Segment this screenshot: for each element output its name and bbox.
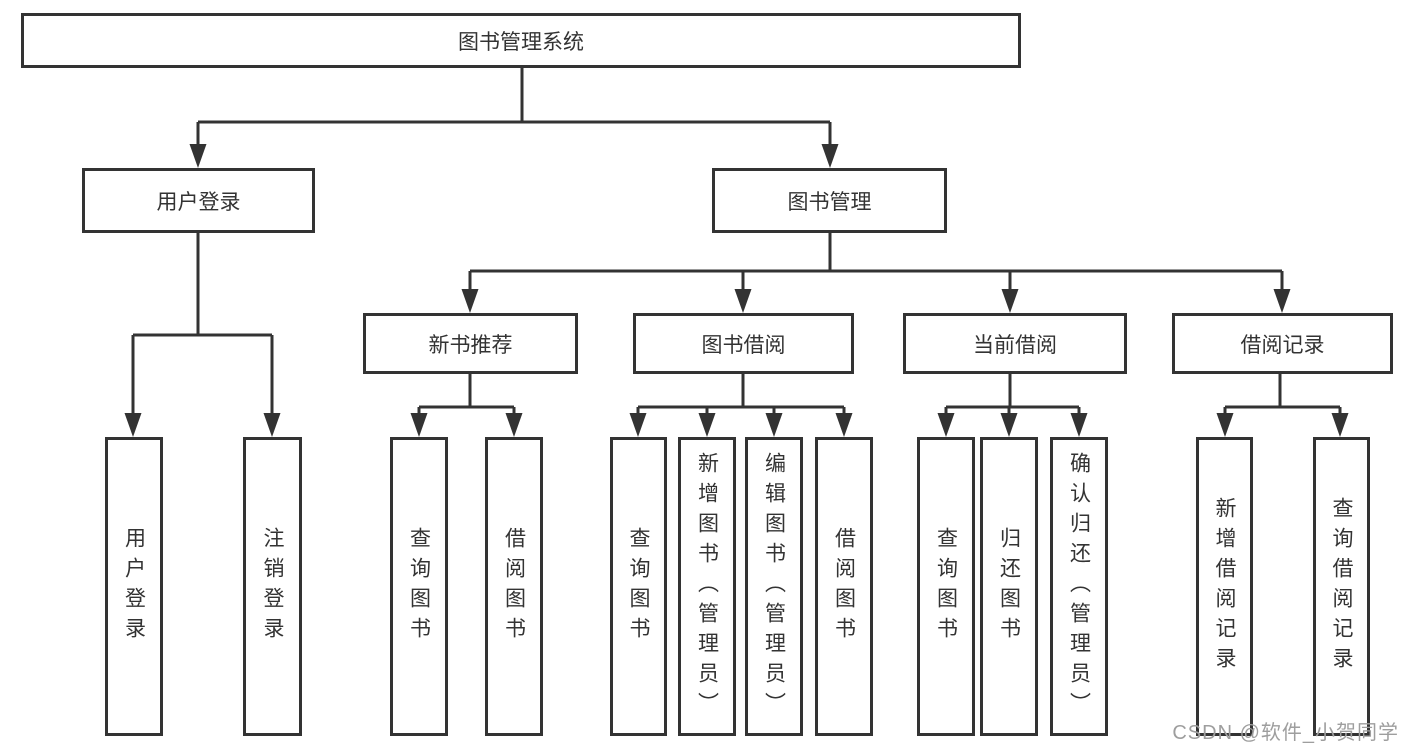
node-label: 归还图书 [997, 526, 1021, 647]
leaf-borrowing-borrow-books: 借阅图书 [815, 437, 873, 736]
leaf-records-add-record: 新增借阅记录 [1196, 437, 1253, 736]
node-label: 借阅图书 [832, 526, 856, 647]
csdn-watermark: CSDN @软件_小贺同学 [1172, 722, 1399, 744]
leaf-borrowing-add-books-admin: 新增图书（管理员） [678, 437, 736, 736]
leaf-current-return-books: 归还图书 [980, 437, 1038, 736]
node-root-system: 图书管理系统 [21, 13, 1021, 68]
node-label: 用户登录 [122, 526, 146, 647]
connector-root-to-level2 [189, 68, 839, 168]
node-label: 用户登录 [156, 190, 241, 214]
node-new-book-recommend: 新书推荐 [363, 313, 578, 374]
leaf-current-query-books: 查询图书 [917, 437, 975, 736]
leaf-logout: 注销登录 [243, 437, 302, 736]
node-label: 借阅图书 [502, 526, 526, 647]
leaf-recommend-query-books: 查询图书 [390, 437, 448, 736]
node-label: 新书推荐 [428, 333, 513, 357]
leaf-recommend-borrow-books: 借阅图书 [485, 437, 543, 736]
node-label: 新增借阅记录 [1213, 496, 1236, 677]
node-book-management: 图书管理 [712, 168, 947, 233]
node-user-login: 用户登录 [82, 168, 315, 233]
leaf-current-confirm-return-admin: 确认归还（管理员） [1050, 437, 1108, 736]
node-label: 编辑图书（管理员） [762, 451, 786, 722]
node-label: 查询借阅记录 [1330, 496, 1353, 677]
connector-management-to-level3 [461, 233, 1291, 313]
node-borrowing-records: 借阅记录 [1172, 313, 1393, 374]
leaf-borrowing-query-books: 查询图书 [610, 437, 667, 736]
node-label: 新增图书（管理员） [695, 451, 719, 722]
node-label: 借阅记录 [1240, 333, 1325, 357]
leaf-user-login: 用户登录 [105, 437, 163, 736]
node-label: 查询图书 [934, 526, 958, 647]
node-label: 查询图书 [627, 526, 650, 647]
connector-records-to-leaves [1216, 374, 1349, 437]
node-book-borrowing: 图书借阅 [633, 313, 854, 374]
node-label: 图书管理系统 [458, 30, 584, 54]
connector-current-to-leaves [937, 374, 1088, 437]
node-label: 图书借阅 [701, 333, 786, 357]
node-current-borrowing: 当前借阅 [903, 313, 1127, 374]
connector-recommend-to-leaves [410, 374, 523, 437]
connector-login-to-leaves [124, 233, 281, 437]
leaf-borrowing-edit-books-admin: 编辑图书（管理员） [745, 437, 803, 736]
node-label: 图书管理 [787, 190, 872, 214]
node-label: 确认归还（管理员） [1067, 451, 1091, 722]
node-label: 注销登录 [261, 526, 284, 647]
connector-borrowing-to-leaves [629, 374, 853, 437]
node-label: 当前借阅 [973, 333, 1057, 357]
node-label: 查询图书 [407, 526, 431, 647]
leaf-records-query-record: 查询借阅记录 [1313, 437, 1370, 736]
